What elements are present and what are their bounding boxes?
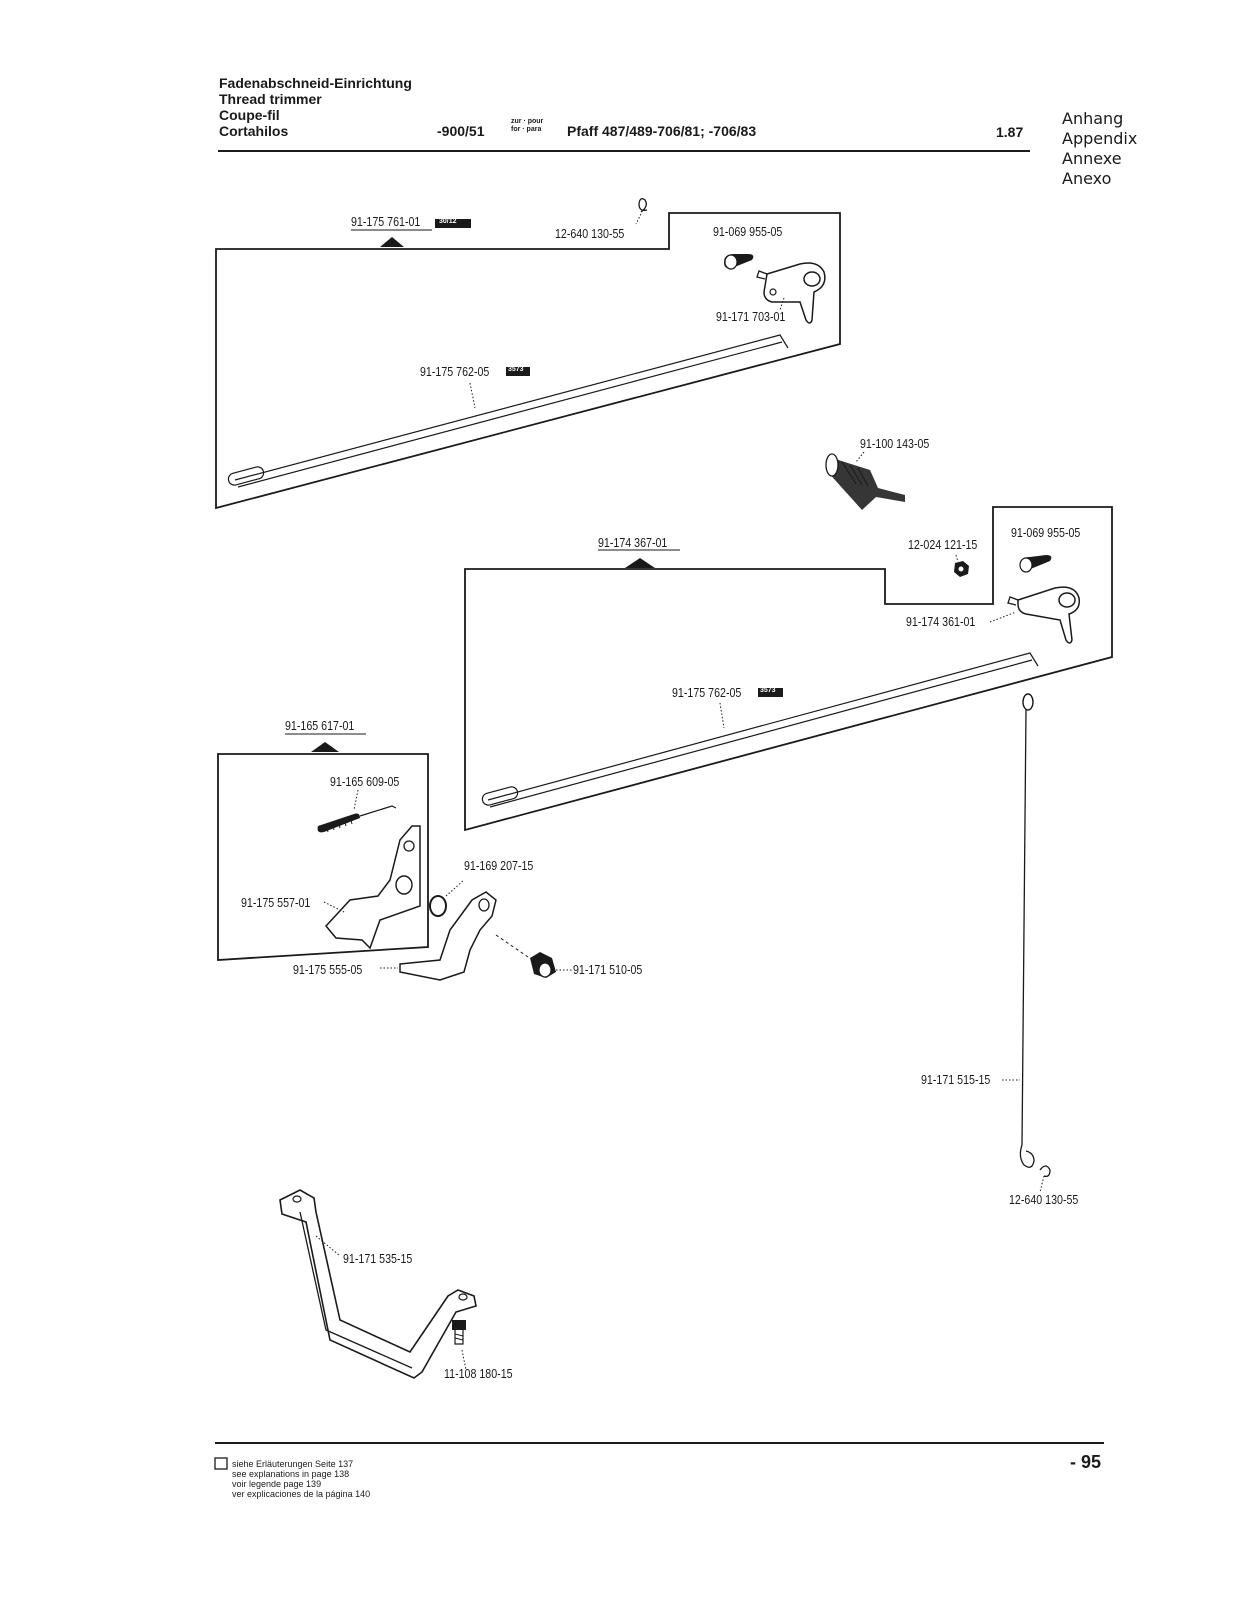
footer-notes: siehe Erläuterungen Seite 137 see explan… [232,1459,370,1499]
rod-2 [481,652,1039,808]
wire-91-171-515 [1002,693,1051,1193]
label-91-171-703: 91-171 703-01 [716,309,786,324]
title-line-en: Thread trimmer [219,91,322,107]
badge-3012 [435,219,471,228]
label-assembly-3: 91-165 617-01 [285,718,355,733]
leader-rod-1 [469,382,476,409]
lever-2 [989,586,1081,644]
lever-3 [323,825,421,950]
bracket-91-171-535 [279,1189,477,1379]
label-91-171-510: 91-171 510-05 [573,962,643,977]
assembly-2-marker [625,558,655,568]
lever-1 [756,262,826,324]
model-code: -900/51 [437,123,485,139]
spring-2 [1019,555,1052,573]
washer-91-169-207 [429,879,465,917]
footer-note-en: see explanations in page 138 [232,1469,350,1479]
rod-1 [227,334,789,488]
title-line-de: Fadenabschneid-Einrichtung [219,75,412,91]
footer-note-fr: voir legende page 139 [232,1479,322,1489]
badge-3012-text: 30/12 [439,218,457,225]
label-91-175-762-a: 91-175 762-05 [420,364,490,379]
label-91-171-535: 91-171 535-15 [343,1251,413,1266]
label-12-024: 12-024 121-15 [908,537,978,552]
appendix-fr: Annexe [1062,149,1122,168]
badge-3573-a [506,367,530,376]
assembly-1-frame [215,212,841,510]
label-91-171-515: 91-171 515-15 [921,1072,991,1087]
clip-1 [635,198,648,225]
label-assembly-1: 91-175 761-01 [351,214,421,229]
label-12-640-b: 12-640 130-55 [1009,1192,1079,1207]
label-91-069-a: 91-069 955-05 [713,224,783,239]
spring-3 [317,789,397,833]
bracket-91-175-555 [380,891,497,981]
badge-3573-a-text: 3573 [508,366,524,373]
assembly-1-marker [380,237,404,247]
screw-11-108 [452,1320,467,1371]
badge-3573-b [758,688,783,697]
for-label: zur · pour for · para [511,118,543,134]
label-91-175-762-b: 91-175 762-05 [672,685,742,700]
label-assembly-2: 91-174 367-01 [598,535,668,550]
pin-91-100-143 [825,451,905,510]
label-91-069-b: 91-069 955-05 [1011,525,1081,540]
label-91-100-143: 91-100 143-05 [860,436,930,451]
bushing-91-171-510 [495,934,572,978]
label-91-175-557: 91-175 557-01 [241,895,311,910]
appendix-en: Appendix [1062,129,1138,148]
appendix-label: Anhang Appendix Annexe Anexo [1062,109,1137,189]
label-91-175-555: 91-175 555-05 [293,962,363,977]
assembly-2-frame [464,506,1113,832]
section-title: Fadenabschneid-Einrichtung Thread trimme… [219,75,412,139]
note-box-icon [214,1457,228,1470]
footer-note-de: siehe Erläuterungen Seite 137 [232,1459,354,1469]
label-91-169-207: 91-169 207-15 [464,858,534,873]
title-line-es: Cortahilos [219,123,289,139]
label-11-108: 11-108 180-15 [444,1366,513,1381]
title-line-fr: Coupe-fil [219,107,280,123]
appendix-de: Anhang [1062,109,1124,128]
label-91-165-609: 91-165 609-05 [330,774,400,789]
footer-note-es: ver explicaciones de la página 140 [232,1489,371,1499]
for-label-bottom: for · para [511,126,542,133]
leader-rod-2 [719,702,725,729]
assembly-3-marker [311,742,339,752]
machine-model: Pfaff 487/489-706/81; -706/83 [567,123,757,139]
badge-3573-b-text: 3573 [760,687,776,694]
edition-date: 1.87 [996,124,1024,140]
assembly-3-frame [217,753,429,961]
label-91-174-361: 91-174 361-01 [906,614,976,629]
page-number: - 95 [1070,1452,1102,1472]
spring-1 [724,254,754,270]
label-12-640-a: 12-640 130-55 [555,226,625,241]
nut-12-024 [954,554,969,577]
for-label-top: zur · pour [511,118,544,125]
appendix-es: Anexo [1062,169,1112,188]
